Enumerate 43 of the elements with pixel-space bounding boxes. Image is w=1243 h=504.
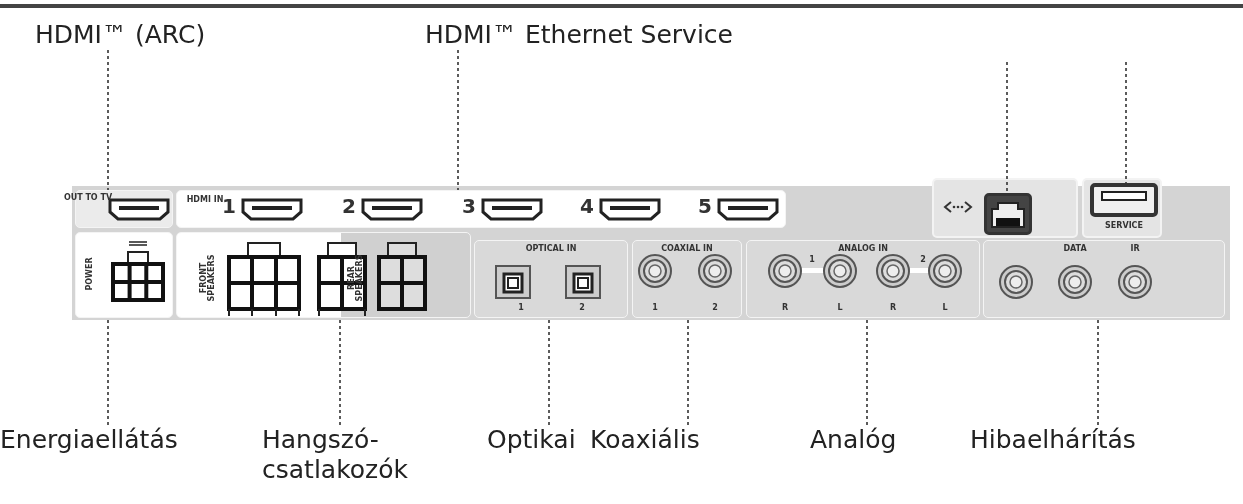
leader-label: HDMI™ (ARC) bbox=[35, 20, 235, 50]
port-label: HDMI IN bbox=[185, 196, 224, 204]
leader-line bbox=[1097, 317, 1099, 426]
section-label: COAXIAL IN bbox=[660, 245, 714, 253]
port-number: 1 bbox=[517, 304, 525, 312]
leader-label: HDMI™ Ethernet Service bbox=[425, 20, 745, 50]
leader-label: Analóg bbox=[810, 425, 920, 455]
port-label: POWER bbox=[86, 256, 94, 293]
port-number: 1 bbox=[808, 256, 816, 264]
leader-line bbox=[1125, 61, 1127, 184]
port-number: 3 bbox=[461, 196, 477, 216]
leader-label: Optikai bbox=[487, 425, 585, 455]
port-label: DATA bbox=[1062, 245, 1088, 253]
leader-line bbox=[107, 49, 109, 191]
port-number: 2 bbox=[919, 256, 927, 264]
leader-line bbox=[107, 317, 109, 426]
port-number: 1 bbox=[651, 304, 659, 312]
port-number: 2 bbox=[578, 304, 586, 312]
leader-line bbox=[339, 317, 341, 426]
leader-label: Energiaellátás bbox=[0, 425, 212, 455]
port-number: 1 bbox=[222, 196, 237, 216]
leader-label: Hibaelhárítás bbox=[970, 425, 1160, 455]
port-label: FRONT SPEAKERS bbox=[200, 253, 216, 304]
channel-label: L bbox=[941, 304, 949, 312]
leader-line bbox=[457, 49, 459, 191]
leader-line bbox=[866, 317, 868, 426]
leader-line bbox=[548, 317, 550, 426]
port-number: 4 bbox=[579, 196, 595, 216]
port-label: IR bbox=[1129, 245, 1141, 253]
leader-label: Koaxiális bbox=[590, 425, 700, 455]
leader-line bbox=[687, 317, 689, 426]
channel-label: R bbox=[780, 304, 790, 312]
port-number: 5 bbox=[697, 196, 713, 216]
port-label: OUT TO TV bbox=[62, 194, 114, 202]
leader-label: Hangszó- csatlakozók bbox=[262, 425, 422, 485]
port-number: 2 bbox=[341, 196, 357, 216]
section-label: ANALOG IN bbox=[837, 245, 889, 253]
leader-line bbox=[1006, 61, 1008, 194]
channel-label: R bbox=[888, 304, 898, 312]
channel-label: L bbox=[836, 304, 844, 312]
port-label: SERVICE bbox=[1104, 222, 1144, 230]
port-number: 2 bbox=[711, 304, 719, 312]
section-label: OPTICAL IN bbox=[524, 245, 578, 253]
